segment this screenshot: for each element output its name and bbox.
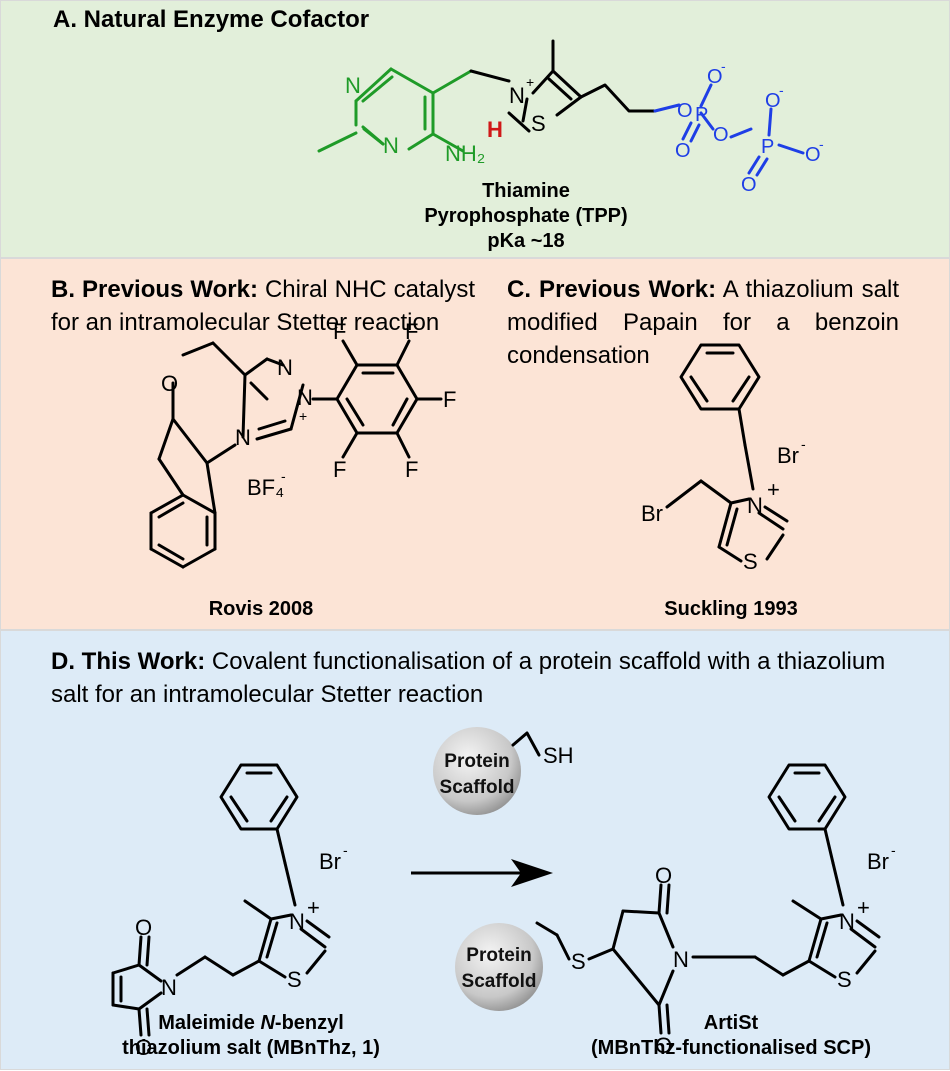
mbnthz-caption-line: Maleimide N-benzyl [158, 1012, 344, 1034]
charge-plus: + [857, 895, 870, 920]
atom-o: O [805, 144, 821, 166]
tpp-caption-line: pKa ~18 [487, 230, 565, 252]
charge-plus: + [307, 895, 320, 920]
counterion-br: Br [777, 443, 799, 468]
acidic-h: H [487, 117, 503, 142]
charge-minus: - [819, 136, 824, 152]
bead-scaffold-word: Scaffold [462, 971, 537, 992]
artist-caption: ArtiSt (MBnThz-functionalised SCP) [571, 1011, 891, 1061]
atom-o: O [677, 100, 693, 122]
atom-n: N [383, 133, 399, 158]
suckling-thiazolium-structure: N + S Br Br - [641, 343, 806, 574]
panel-a-natural-cofactor: A. Natural Enzyme Cofactor [0, 0, 950, 258]
atom-br: Br [641, 501, 663, 526]
reaction-arrow: Protein Scaffold SH [411, 727, 574, 887]
charge-plus: + [767, 477, 780, 502]
panel-d-this-work: D. This Work: Covalent functionalisation… [0, 630, 950, 1070]
protein-scaffold-bead [433, 727, 521, 815]
bead-protein-word: Protein [444, 751, 509, 772]
counterion-bf4: BF₄ [247, 475, 284, 500]
atom-f: F [333, 319, 346, 344]
counterion-br: Br [319, 849, 341, 874]
atom-s: S [837, 967, 852, 992]
thiol-sh: SH [543, 743, 574, 768]
atom-s: S [287, 967, 302, 992]
rovis-catalyst-structure: O N N + N BF₄ - F F F F F [149, 319, 456, 569]
tpp-caption: Thiamine Pyrophosphate (TPP) pKa ~18 [401, 179, 651, 254]
atom-n: N [839, 909, 855, 934]
charge-minus: - [801, 436, 806, 452]
tpp-caption-line: Pyrophosphate (TPP) [424, 205, 628, 227]
atom-n: N [297, 385, 313, 410]
atom-s: S [531, 111, 546, 136]
atom-nh2: NH₂ [445, 141, 485, 166]
atom-n: N [747, 493, 763, 518]
artist-caption-line: (MBnThz-functionalised SCP) [591, 1037, 871, 1059]
mbnthz-caption-line: thiazolium salt (MBnThz, 1) [122, 1037, 380, 1059]
charge-minus: - [779, 82, 784, 98]
rovis-caption: Rovis 2008 [208, 598, 314, 620]
charge-plus: + [299, 408, 307, 424]
atom-n: N [277, 355, 293, 380]
atom-o: O [161, 371, 178, 396]
atom-o: O [135, 1035, 152, 1060]
panel-b-title: B. Previous Work: Chiral NHC catalyst fo… [51, 276, 476, 336]
atom-o: O [765, 90, 781, 112]
charge-minus: - [721, 58, 726, 74]
atom-n: N [345, 73, 361, 98]
bead-scaffold-word: Scaffold [440, 777, 515, 798]
tpp-caption-line: Thiamine [482, 180, 570, 202]
tpp-structure: N N NH₂ H N + S O P O - O O P O - O - O [317, 39, 824, 196]
charge-plus: + [526, 74, 534, 90]
atom-n: N [289, 909, 305, 934]
atom-o: O [655, 863, 672, 888]
atom-n: N [235, 425, 251, 450]
suckling-caption: Suckling 1993 [664, 598, 798, 620]
mbnthz-caption: Maleimide N-benzyl thiazolium salt (MBnT… [101, 1011, 401, 1061]
atom-o: O [741, 174, 757, 196]
charge-minus: - [891, 842, 896, 858]
atom-f: F [405, 457, 418, 482]
panel-c-title: C. Previous Work: A thiazolium salt modi… [507, 276, 899, 369]
atom-f: F [405, 319, 418, 344]
atom-n: N [509, 83, 525, 108]
atom-f: F [333, 457, 346, 482]
atom-o: O [707, 66, 723, 88]
atom-o: O [655, 1033, 672, 1058]
atom-o: O [713, 124, 729, 146]
atom-s: S [743, 549, 758, 574]
counterion-br: Br [867, 849, 889, 874]
protein-scaffold-bead [455, 923, 543, 1011]
charge-minus: - [281, 468, 286, 484]
atom-o: O [135, 915, 152, 940]
mbnthz-structure: N + S N O O Br - [111, 763, 348, 1060]
artist-caption-line: ArtiSt [703, 1012, 759, 1034]
artist-structure: Protein Scaffold N + S N O O S Br - [455, 763, 896, 1058]
atom-n: N [673, 947, 689, 972]
atom-o: O [675, 140, 691, 162]
atom-f: F [443, 387, 456, 412]
panel-d-title: D. This Work: Covalent functionalisation… [51, 648, 886, 708]
panel-bc-previous-work: B. Previous Work: Chiral NHC catalyst fo… [0, 258, 950, 630]
atom-p: P [761, 136, 774, 158]
bead-protein-word: Protein [466, 945, 531, 966]
charge-minus: - [343, 842, 348, 858]
panel-a-title: A. Natural Enzyme Cofactor [53, 6, 370, 33]
atom-p: P [695, 104, 708, 126]
atom-s: S [571, 949, 586, 974]
atom-n: N [161, 975, 177, 1000]
